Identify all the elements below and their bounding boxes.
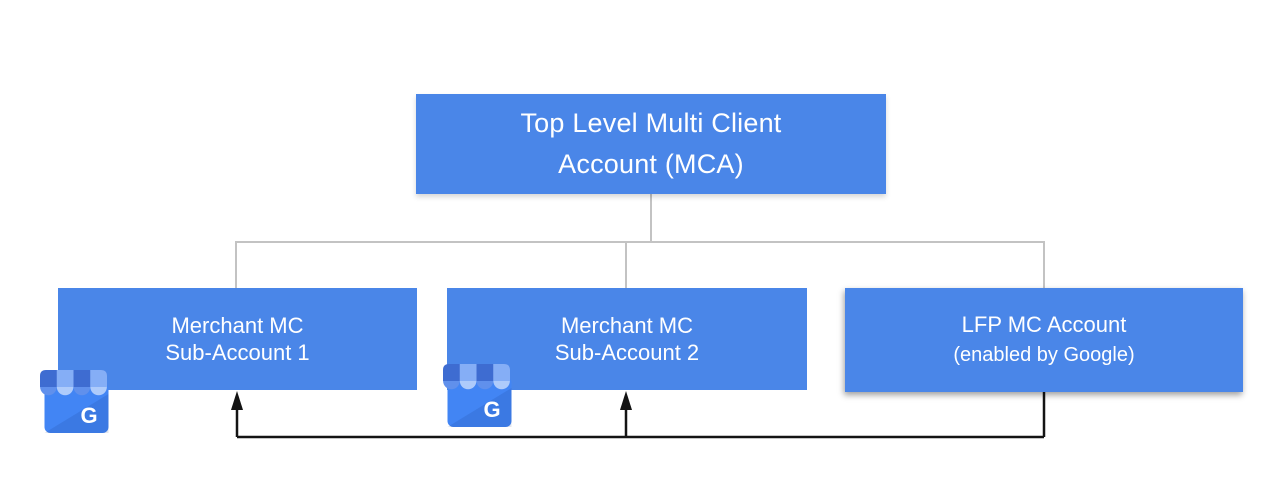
awning-stripes [443, 364, 510, 381]
storefront-body [447, 377, 512, 427]
node-label-line: (enabled by Google) [953, 344, 1135, 366]
node-label-line: LFP MC Account [961, 312, 1127, 337]
storefront-fold [44, 394, 109, 433]
arrow-lines [235, 392, 1046, 439]
node-label-line: Account (MCA) [558, 149, 744, 179]
google-g-letter: G [80, 403, 97, 428]
awning-stripes [40, 370, 107, 387]
node-lfp-mc-account: LFP MC Account (enabled by Google) [845, 288, 1243, 392]
google-g-letter: G [483, 397, 500, 422]
node-top-level-mca: Top Level Multi Client Account (MCA) [416, 94, 886, 194]
node-merchant-sub-account-1: Merchant MC Sub-Account 1 [58, 288, 417, 390]
arrowheads [231, 391, 632, 410]
tree-connector-lines [235, 194, 1045, 288]
node-label-line: Merchant MC [560, 313, 694, 338]
node-label-line: Merchant MC [171, 313, 304, 338]
node-label-line: Sub-Account 2 [554, 340, 700, 365]
arrowhead-merchant1 [231, 391, 243, 410]
google-my-business-icon: G [443, 364, 512, 427]
storefront-body [44, 383, 109, 433]
storefront-fold [447, 388, 512, 427]
google-my-business-icon: G [40, 370, 109, 433]
node-label-line: Top Level Multi Client [520, 108, 782, 138]
arrowhead-merchant2 [620, 391, 632, 410]
node-label-line: Sub-Account 1 [165, 340, 310, 365]
